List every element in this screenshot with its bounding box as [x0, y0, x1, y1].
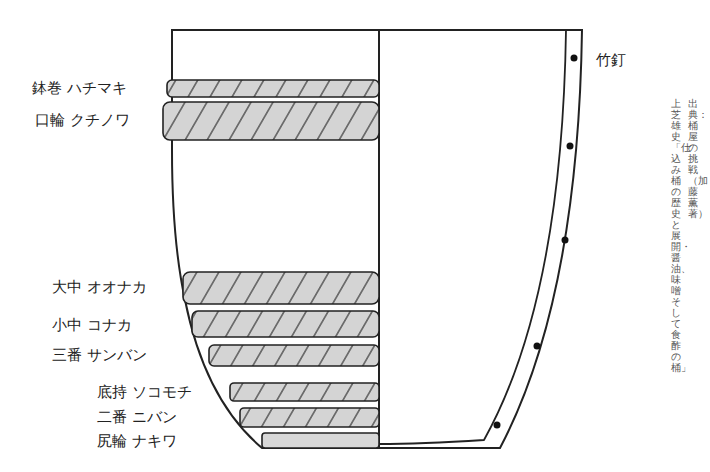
hoop [167, 80, 379, 97]
hoop-label: 大中 オオナカ [52, 278, 147, 296]
hoop-label: 三番 サンバン [52, 346, 147, 364]
hoop-label: 鉢巻 ハチマキ [32, 79, 127, 97]
hoop [183, 272, 379, 304]
hoops [163, 80, 379, 448]
source-note: 出典：桶屋の挑戦（加藤薫 著） [688, 98, 698, 219]
hoop-label: 底持 ソコモチ [97, 383, 192, 401]
hoop [209, 345, 379, 366]
hoop-label: 尻輪 ナキワ [97, 432, 177, 450]
hoop-label: 二番 ニバン [97, 408, 177, 426]
bamboo-nails [494, 55, 578, 429]
hoop-label: 口輪 クチノワ [35, 111, 130, 129]
hoop [192, 311, 379, 337]
hoop-label: 小中 コナカ [52, 316, 132, 334]
source-note: 上芝雄史「仕込み桶の歴史と展開・醤油、味噌そして食酢の桶」 [671, 98, 681, 373]
part-label: 竹釘 [596, 51, 626, 69]
hoop [240, 408, 379, 427]
hoop [230, 383, 379, 401]
hoop [262, 433, 379, 448]
hoop [163, 102, 379, 140]
barrel-inner-wall [379, 30, 566, 444]
